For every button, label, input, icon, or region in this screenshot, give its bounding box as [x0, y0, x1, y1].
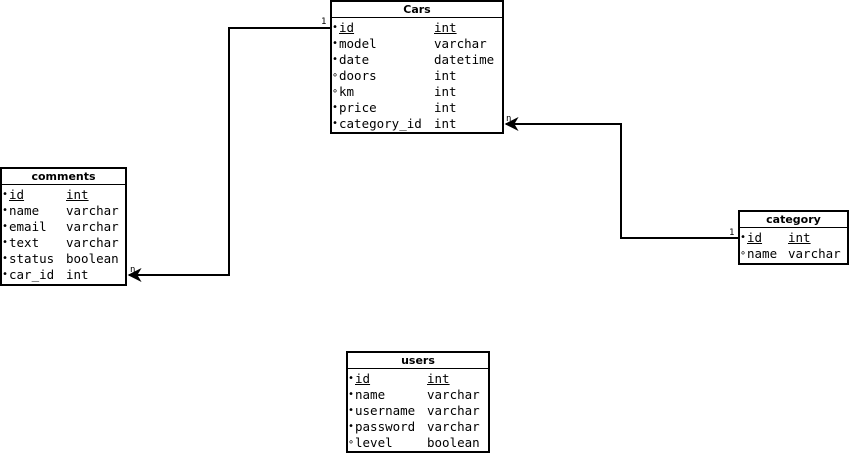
field-name: name — [355, 387, 386, 402]
field-type: int — [434, 116, 457, 131]
card-comments-many: n — [130, 265, 135, 275]
field-name: name — [9, 203, 40, 218]
field-row[interactable]: ∘name varchar — [740, 246, 847, 262]
field-type: datetime — [434, 52, 495, 67]
required-marker: • — [2, 189, 9, 200]
required-marker: • — [332, 118, 339, 129]
required-marker: • — [2, 237, 9, 248]
field-row[interactable]: •name varchar — [348, 387, 488, 403]
field-type: int — [434, 100, 457, 115]
field-name: price — [339, 100, 377, 115]
optional-marker: ∘ — [332, 86, 339, 97]
field-name: doors — [339, 68, 377, 83]
field-name: password — [355, 419, 416, 434]
field-type: int — [434, 20, 457, 35]
field-row[interactable]: •model varchar — [332, 36, 502, 52]
field-name: id — [355, 371, 371, 386]
entity-title: Cars — [332, 2, 502, 18]
field-row[interactable]: •car_id int — [2, 267, 125, 283]
field-name: id — [747, 230, 763, 245]
field-name: level — [355, 435, 393, 450]
field-name: km — [339, 84, 355, 99]
field-row[interactable]: •email varchar — [2, 219, 125, 235]
field-type: int — [66, 267, 89, 282]
entity-category[interactable]: category •id int ∘name varchar — [738, 210, 849, 265]
entity-title: category — [740, 212, 847, 228]
field-row[interactable]: •password varchar — [348, 419, 488, 435]
field-row[interactable]: ∘km int — [332, 84, 502, 100]
field-type: varchar — [434, 36, 487, 51]
required-marker: • — [2, 221, 9, 232]
field-row[interactable]: ∘level boolean — [348, 435, 488, 451]
field-name: id — [339, 20, 355, 35]
field-row[interactable]: •username varchar — [348, 403, 488, 419]
required-marker: • — [332, 38, 339, 49]
field-type: varchar — [427, 403, 480, 418]
optional-marker: ∘ — [348, 437, 355, 448]
field-name: model — [339, 36, 377, 51]
field-name: name — [747, 246, 778, 261]
field-row[interactable]: •id int — [332, 20, 502, 36]
required-marker: • — [2, 269, 9, 280]
field-row[interactable]: •id int — [740, 230, 847, 246]
field-name: car_id — [9, 267, 55, 282]
field-name: status — [9, 251, 55, 266]
field-type: boolean — [66, 251, 119, 266]
field-row[interactable]: •text varchar — [2, 235, 125, 251]
field-name: category_id — [339, 116, 422, 131]
field-name: email — [9, 219, 47, 234]
field-type: varchar — [66, 203, 119, 218]
required-marker: • — [2, 253, 9, 264]
relation-cars-comments — [127, 27, 330, 282]
field-type: varchar — [788, 246, 841, 261]
required-marker: • — [332, 54, 339, 65]
required-marker: • — [740, 232, 747, 243]
required-marker: • — [332, 22, 339, 33]
field-type: varchar — [427, 419, 480, 434]
field-name: text — [9, 235, 40, 250]
field-type: int — [788, 230, 811, 245]
field-row[interactable]: •id int — [348, 371, 488, 387]
field-type: varchar — [427, 387, 480, 402]
entity-title: users — [348, 353, 488, 369]
field-name: username — [355, 403, 416, 418]
field-row[interactable]: •price int — [332, 100, 502, 116]
field-row[interactable]: •name varchar — [2, 203, 125, 219]
required-marker: • — [2, 205, 9, 216]
card-category-one: 1 — [729, 228, 734, 238]
field-type: int — [434, 84, 457, 99]
required-marker: • — [348, 389, 355, 400]
field-type: int — [427, 371, 450, 386]
optional-marker: ∘ — [332, 70, 339, 81]
field-type: int — [434, 68, 457, 83]
field-row[interactable]: •status boolean — [2, 251, 125, 267]
card-cars-one: 1 — [321, 17, 326, 27]
card-cars-many: n — [506, 114, 511, 124]
required-marker: • — [348, 405, 355, 416]
required-marker: • — [332, 102, 339, 113]
optional-marker: ∘ — [740, 248, 747, 259]
required-marker: • — [348, 421, 355, 432]
field-type: boolean — [427, 435, 480, 450]
field-type: int — [66, 187, 89, 202]
field-type: varchar — [66, 235, 119, 250]
field-row[interactable]: •date datetime — [332, 52, 502, 68]
field-name: date — [339, 52, 370, 67]
required-marker: • — [348, 373, 355, 384]
field-name: id — [9, 187, 25, 202]
field-row[interactable]: •category_id int — [332, 116, 502, 132]
field-type: varchar — [66, 219, 119, 234]
relation-category-cars — [504, 117, 738, 239]
field-row[interactable]: •id int — [2, 187, 125, 203]
field-row[interactable]: ∘doors int — [332, 68, 502, 84]
entity-title: comments — [2, 169, 125, 185]
